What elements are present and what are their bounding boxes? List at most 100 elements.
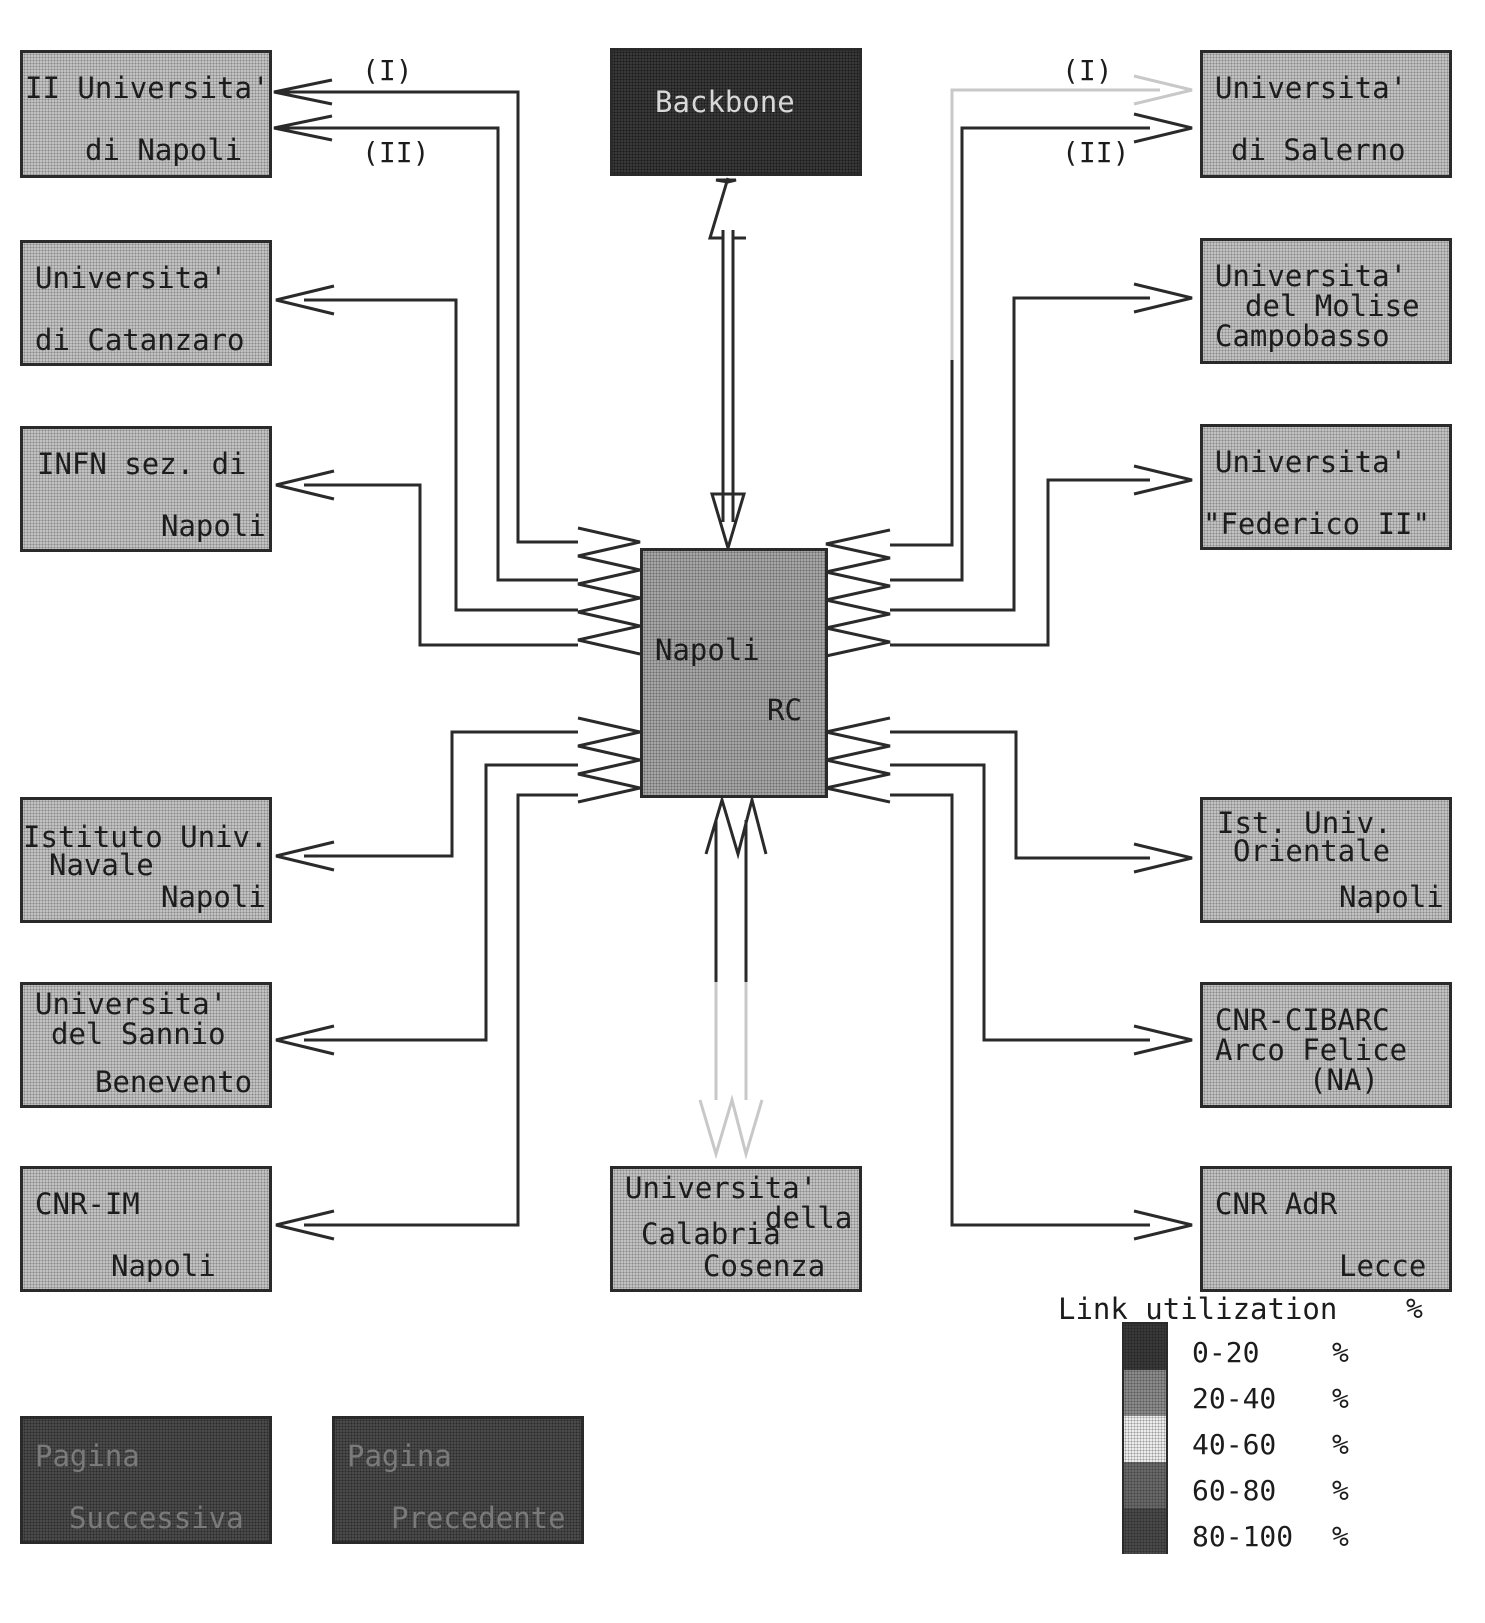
node-napoli-rc[interactable]: Napoli RC <box>640 548 828 798</box>
link-navale <box>304 730 578 858</box>
node-label: Cosenza <box>703 1249 826 1283</box>
node-napoli-2[interactable]: II Universita' di Napoli <box>20 50 272 178</box>
arrowhead-center-right-top <box>825 528 891 658</box>
node-label: II Universita' <box>25 71 270 105</box>
node-adr[interactable]: CNR AdR Lecce <box>1200 1166 1452 1292</box>
node-label: CNR-IM <box>35 1187 140 1221</box>
legend-range-percent: % <box>1332 1474 1349 1507</box>
legend-range-label: 60-80 <box>1192 1474 1277 1507</box>
node-cnr-im[interactable]: CNR-IM Napoli <box>20 1166 272 1292</box>
prev-page-button[interactable]: Pagina Precedente <box>332 1416 584 1544</box>
next-page-button[interactable]: Pagina Successiva <box>20 1416 272 1544</box>
node-label: Benevento <box>95 1065 253 1099</box>
legend-range-label: 0-20 <box>1192 1336 1260 1369</box>
legend-swatch <box>1124 1324 1166 1370</box>
node-label: CNR AdR <box>1215 1187 1338 1221</box>
node-label: "Federico II" <box>1203 507 1430 541</box>
node-federico[interactable]: Universita' "Federico II" <box>1200 424 1452 550</box>
legend-range-label: 80-100 <box>1192 1520 1294 1553</box>
node-label: Navale <box>49 848 154 882</box>
legend-range-percent: % <box>1332 1382 1349 1415</box>
arrowhead-cibarc <box>1133 1024 1193 1056</box>
backbone-arrow-top <box>707 177 746 240</box>
link-salerno-I-light <box>950 88 1160 360</box>
legend-swatch <box>1124 1370 1166 1416</box>
legend-swatch <box>1124 1508 1166 1554</box>
node-calabria[interactable]: Universita' della Calabria Cosenza <box>610 1166 862 1292</box>
node-cibarc[interactable]: CNR-CIBARC Arco Felice (NA) <box>1200 982 1452 1108</box>
node-label: Napoli <box>161 880 266 914</box>
arrowhead-center-bottom <box>704 794 768 860</box>
arrowhead-salerno-I <box>1133 74 1193 106</box>
node-label: del Molise <box>1245 289 1420 323</box>
node-label: Calabria <box>641 1217 781 1251</box>
arrowhead-federico <box>1133 464 1193 496</box>
arrowhead-infn <box>275 469 335 501</box>
legend-swatch <box>1124 1462 1166 1508</box>
node-label: Universita' <box>35 261 228 295</box>
node-label: della <box>765 1201 853 1235</box>
link-label-left-I: (I) <box>362 54 413 87</box>
prev-page-label: Precedente <box>391 1501 566 1535</box>
next-page-label: Successiva <box>69 1501 244 1535</box>
node-label: Napoli <box>161 509 266 543</box>
node-label: Napoli <box>111 1249 216 1283</box>
link-infn <box>304 483 578 647</box>
arrowhead-center-left-top <box>577 526 641 656</box>
link-salerno-II <box>890 126 1150 582</box>
link-sannio <box>304 763 578 1042</box>
arrowhead-navale <box>275 840 335 872</box>
arrowhead-center-right-bottom <box>825 716 891 804</box>
link-label-right-II: (II) <box>1062 136 1130 169</box>
node-label: Orientale <box>1233 834 1391 868</box>
node-label: Lecce <box>1339 1249 1427 1283</box>
node-label: INFN sez. di <box>37 447 247 481</box>
node-label: RC <box>767 693 802 727</box>
node-label: CNR-CIBARC <box>1215 1003 1390 1037</box>
node-backbone[interactable]: Backbone <box>610 48 862 176</box>
node-orientale[interactable]: Ist. Univ. Orientale Napoli <box>1200 797 1452 923</box>
node-label: Istituto Univ. <box>23 820 268 854</box>
legend-range-percent: % <box>1332 1428 1349 1461</box>
link-cnrim <box>304 793 578 1227</box>
node-navale[interactable]: Istituto Univ. Navale Napoli <box>20 797 272 923</box>
legend-range-label: 40-60 <box>1192 1428 1277 1461</box>
arrowhead-molise <box>1133 282 1193 314</box>
next-page-label: Pagina <box>35 1439 140 1473</box>
backbone-arrow-bottom <box>709 492 747 554</box>
arrowhead-salerno-II <box>1133 112 1193 144</box>
node-sannio[interactable]: Universita' del Sannio Benevento <box>20 982 272 1108</box>
arrowhead-calabria <box>698 1094 764 1160</box>
legend-swatch <box>1124 1416 1166 1462</box>
arrowhead-cnrim <box>275 1209 335 1241</box>
link-adr <box>890 793 1150 1227</box>
link-napoli2-I <box>274 90 578 544</box>
legend-title-percent: % <box>1406 1292 1423 1325</box>
node-label: Universita' <box>1215 445 1408 479</box>
link-federico <box>890 478 1150 647</box>
legend-color-bar <box>1122 1322 1168 1554</box>
node-label: Universita' <box>1215 71 1408 105</box>
node-label: Universita' <box>625 1171 818 1205</box>
legend-range-percent: % <box>1332 1336 1349 1369</box>
arrowhead-napoli2-I <box>273 78 333 106</box>
prev-page-label: Pagina <box>347 1439 452 1473</box>
node-label: di Napoli <box>85 133 243 167</box>
legend-range-percent: % <box>1332 1520 1349 1553</box>
node-infn[interactable]: INFN sez. di Napoli <box>20 426 272 552</box>
node-salerno[interactable]: Universita' di Salerno <box>1200 50 1452 178</box>
link-salerno-I-dark <box>890 360 954 547</box>
node-catanzaro[interactable]: Universita' di Catanzaro <box>20 240 272 366</box>
node-label: di Salerno <box>1231 133 1406 167</box>
arrowhead-napoli2-II <box>273 114 333 142</box>
node-molise[interactable]: Universita' del Molise Campobasso <box>1200 238 1452 364</box>
link-orientale <box>890 730 1150 860</box>
node-label: Backbone <box>655 85 795 119</box>
node-label: Universita' <box>1215 259 1408 293</box>
node-label: del Sannio <box>51 1017 226 1051</box>
link-label-left-II: (II) <box>362 136 430 169</box>
arrowhead-sannio <box>275 1024 335 1056</box>
arrowhead-adr <box>1133 1209 1193 1241</box>
link-napoli2-II <box>274 126 578 582</box>
node-label: Napoli <box>1339 880 1444 914</box>
